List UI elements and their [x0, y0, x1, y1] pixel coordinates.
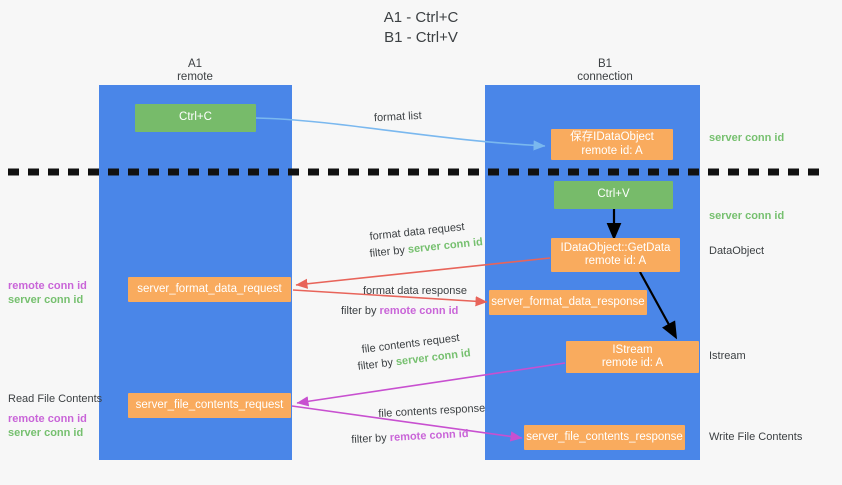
- filter-prefix: filter by: [369, 244, 406, 260]
- edge-label-format-data-response-filter: filter by remote conn id: [341, 305, 458, 319]
- node-server-file-contents-request[interactable]: server_file_contents_request: [128, 393, 291, 418]
- node-server-file-contents-response[interactable]: server_file_contents_response: [524, 425, 685, 450]
- node-server-format-data-request[interactable]: server_format_data_request: [128, 277, 291, 302]
- column-header-a1-sub: remote: [177, 71, 213, 83]
- right-label-istream: Istream: [709, 350, 746, 362]
- right-label-server-conn-id-second: server conn id: [709, 210, 785, 222]
- arrow-file-contents-request: [296, 362, 566, 407]
- node-idataobject-getdata[interactable]: IDataObject::GetData remote id: A: [551, 238, 680, 272]
- column-header-b1: B1 connection: [550, 58, 660, 84]
- column-header-a1: A1 remote: [140, 58, 250, 84]
- node-istream-line2: remote id: A: [601, 357, 664, 369]
- node-server-format-data-request-label: server_format_data_request: [137, 282, 282, 295]
- right-label-write-file-contents: Write File Contents: [709, 431, 803, 443]
- node-server-file-contents-request-label: server_file_contents_request: [135, 398, 284, 411]
- left-label-remote-conn-id-1: remote conn id: [8, 280, 87, 292]
- filter-prefix: filter by: [341, 305, 377, 317]
- filter-prefix: filter by: [351, 432, 388, 446]
- node-save-idataobject-line1: 保存IDataObject: [570, 131, 654, 143]
- left-label-server-conn-id-2: server conn id: [8, 427, 84, 439]
- arrow-format-data-request: [295, 257, 551, 289]
- edge-label-format-data-response: format data response: [363, 285, 467, 297]
- node-ctrl-v-label: Ctrl+V: [597, 188, 630, 201]
- node-istream[interactable]: IStream remote id: A: [566, 341, 699, 373]
- node-save-idataobject[interactable]: 保存IDataObject remote id: A: [551, 129, 673, 160]
- node-ctrl-c-label: Ctrl+C: [179, 111, 212, 124]
- node-ctrl-v[interactable]: Ctrl+V: [554, 181, 673, 209]
- node-istream-line1: IStream: [612, 343, 653, 356]
- right-label-dataobject: DataObject: [709, 245, 765, 257]
- left-label-read-file-contents: Read File Contents: [8, 393, 103, 405]
- page-title: A1 - Ctrl+C B1 - Ctrl+V: [383, 9, 459, 46]
- right-label-server-conn-id-top: server conn id: [709, 132, 785, 144]
- node-server-format-data-response-label: server_format_data_response: [491, 295, 645, 308]
- left-label-remote-conn-id-2: remote conn id: [8, 413, 87, 425]
- arrow-getdata-istream: [639, 271, 678, 340]
- arrow-format-list: [255, 117, 546, 151]
- arrow-file-contents-response: [291, 405, 523, 442]
- left-note-conn-ids-2: remote conn id server conn id: [8, 412, 87, 440]
- node-idataobject-getdata-line1: IDataObject::GetData: [560, 241, 671, 254]
- left-note-read-file-contents: Read File Contents: [8, 392, 102, 406]
- node-idataobject-getdata-line2: remote id: A: [584, 255, 647, 267]
- left-note-conn-ids-1: remote conn id server conn id: [8, 279, 87, 307]
- left-label-server-conn-id-1: server conn id: [8, 294, 84, 306]
- node-server-format-data-response[interactable]: server_format_data_response: [489, 290, 647, 315]
- node-save-idataobject-line2: remote id: A: [581, 144, 643, 157]
- arrow-format-data-response: [292, 289, 488, 307]
- edge-label-format-list: format list: [373, 109, 422, 125]
- column-header-b1-name: B1: [597, 58, 613, 70]
- column-header-b1-sub: connection: [577, 71, 633, 83]
- node-server-file-contents-response-label: server_file_contents_response: [526, 430, 683, 443]
- filter-value-remote-conn-id: remote conn id: [379, 305, 459, 317]
- node-ctrl-c[interactable]: Ctrl+C: [135, 104, 256, 132]
- column-header-a1-name: A1: [187, 58, 203, 70]
